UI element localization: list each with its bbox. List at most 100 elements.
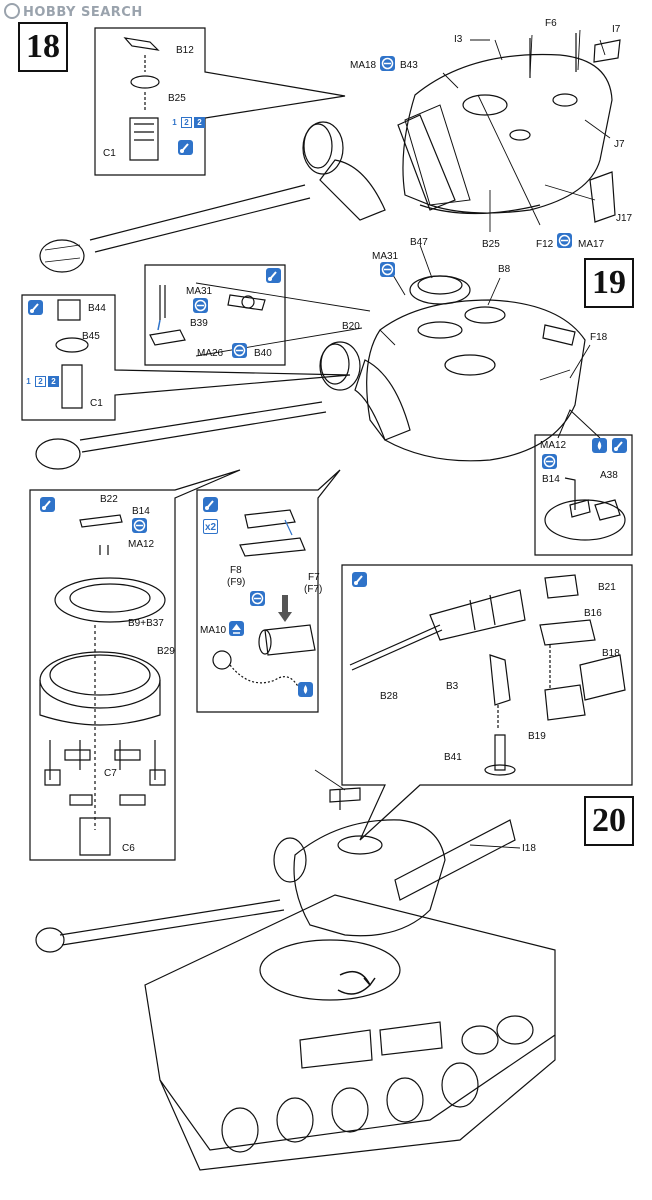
glue-brush-icon <box>266 268 281 283</box>
step18-leader-lines <box>442 29 611 232</box>
label-ma31-box: MA31 <box>186 286 213 297</box>
antenna-parts <box>529 33 621 78</box>
label-ma31: MA31 <box>372 251 399 262</box>
label-f18: F18 <box>590 332 608 343</box>
step20-tank-hull <box>144 819 556 1171</box>
label-i18: I18 <box>522 843 536 854</box>
label-a38: A38 <box>600 470 618 481</box>
step19-turret <box>354 275 586 462</box>
label-ma10: MA10 <box>200 625 227 636</box>
label-ma17: MA17 <box>578 239 605 250</box>
label-j7: J7 <box>614 139 625 150</box>
up-arrow-icon <box>229 621 244 636</box>
assemble-arrows-icon <box>132 518 147 533</box>
watermark-logo-icon <box>4 3 20 19</box>
label-c1-box: C1 <box>90 398 103 409</box>
label-b14-hatch: B14 <box>132 506 150 517</box>
step18-turret <box>397 53 613 215</box>
label-b44: B44 <box>88 303 106 314</box>
step19-box-left-parts <box>149 285 266 346</box>
glue-brush-icon <box>40 497 55 512</box>
label-j17: J17 <box>616 213 633 224</box>
i18-leader <box>469 844 521 849</box>
label-b41: B41 <box>444 752 462 763</box>
label-b16: B16 <box>584 608 602 619</box>
label-ma18: MA18 <box>350 60 377 71</box>
label-ma26: MA26 <box>197 348 224 359</box>
label-c7: C7 <box>104 768 117 779</box>
label-b43: B43 <box>400 60 418 71</box>
label-b40: B40 <box>254 348 272 359</box>
glue-drop-icon <box>592 438 607 453</box>
label-b19: B19 <box>528 731 546 742</box>
step18-detail-box <box>94 27 346 176</box>
label-b12: B12 <box>176 45 194 56</box>
assemble-arrows-icon <box>380 262 395 277</box>
label-f8: F8 <box>230 565 242 576</box>
assemble-arrows-icon <box>380 56 395 71</box>
step20-mg-box <box>341 564 633 841</box>
step-number-20: 20 <box>584 796 634 846</box>
label-ma12-hatch: MA12 <box>128 539 155 550</box>
step19-callout-right <box>557 409 601 439</box>
glue-drop-icon <box>298 682 313 697</box>
step-number-18: 18 <box>18 22 68 72</box>
label-b25: B25 <box>168 93 186 104</box>
step19-detail-box-right <box>534 434 633 556</box>
label-i7: I7 <box>612 24 621 35</box>
assemble-arrows-icon <box>193 298 208 313</box>
step20-mg-parts <box>349 574 626 776</box>
label-b47: B47 <box>410 237 428 248</box>
label-b45: B45 <box>82 331 100 342</box>
label-b9-b37: B9+B37 <box>128 618 164 629</box>
step18-box-parts <box>123 37 160 161</box>
label-b8: B8 <box>498 264 511 275</box>
label-f9: (F9) <box>227 577 246 588</box>
label-c1: C1 <box>103 148 116 159</box>
label-ma12: MA12 <box>540 440 567 451</box>
label-c6: C6 <box>122 843 135 854</box>
label-b22: B22 <box>100 494 118 505</box>
hatch-detail-box <box>29 469 241 861</box>
watermark: HOBBY SEARCH <box>4 3 143 20</box>
label-b18: B18 <box>602 648 620 659</box>
label-b39: B39 <box>190 318 208 329</box>
step18-mantlet-gun <box>39 121 386 273</box>
step19-detail-box-c1 <box>21 294 351 421</box>
step19-gun <box>35 341 361 470</box>
step-number-19: 19 <box>584 258 634 308</box>
step19-leader-lines <box>195 244 591 379</box>
glue-brush-icon <box>178 140 193 155</box>
glue-brush-icon <box>203 497 218 512</box>
label-f6: F6 <box>545 18 557 29</box>
j17-part <box>589 171 616 223</box>
step20-turret <box>35 769 446 995</box>
label-b20: B20 <box>342 321 360 332</box>
glue-brush-icon <box>352 572 367 587</box>
label-b3: B3 <box>446 681 459 692</box>
assemble-arrows-icon <box>557 233 572 248</box>
label-b28: B28 <box>380 691 398 702</box>
label-b25-turret: B25 <box>482 239 500 250</box>
label-i3: I3 <box>454 34 463 45</box>
label-f7: F7 <box>308 572 320 583</box>
assemble-arrows-icon <box>250 591 265 606</box>
assemble-arrows-icon <box>232 343 247 358</box>
label-f7-alt: (F7) <box>304 584 323 595</box>
mg-mount-parts <box>212 509 316 691</box>
mg-mount-detail-box <box>196 469 341 713</box>
step19-c1-parts <box>55 299 89 409</box>
assemble-arrows-icon <box>542 454 557 469</box>
glue-brush-icon <box>28 300 43 315</box>
glue-brush-icon <box>612 438 627 453</box>
label-f12: F12 <box>536 239 554 250</box>
step19-right-parts <box>544 477 626 541</box>
hatch-parts <box>39 514 166 856</box>
label-b21: B21 <box>598 582 616 593</box>
step19-detail-box-left <box>144 264 286 366</box>
label-b29: B29 <box>157 646 175 657</box>
quantity-x2: x2 <box>203 519 218 534</box>
